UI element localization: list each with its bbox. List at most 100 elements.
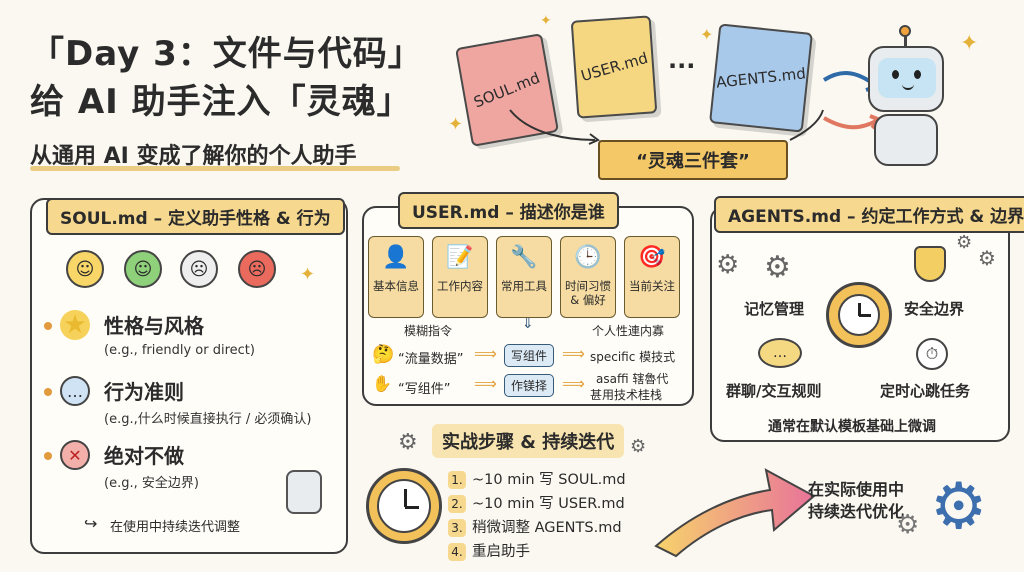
central-clock-gear-icon — [826, 282, 892, 348]
small-gear-icon: ⚙ — [956, 232, 973, 253]
small-gear-icon: ⚙ — [630, 436, 647, 457]
small-gear-icon: ⚙ — [896, 510, 920, 540]
vague-instruction-label: 模糊指令 — [404, 324, 453, 338]
down-arrow-icon: ⇓ — [522, 316, 534, 332]
step-item: 4. 重启助手 — [448, 540, 530, 561]
user-card-label: 工作内容 — [437, 279, 483, 293]
robot-body — [874, 114, 938, 166]
chat-bubble-icon: … — [60, 376, 90, 406]
user-card-label: 基本信息 — [373, 279, 419, 293]
clock-icon: 🕒 — [574, 245, 602, 270]
result-1: specific 模技式 — [590, 350, 676, 364]
step-item: 2. ~10 min 写 USER.md — [448, 492, 625, 513]
svg-text:✦: ✦ — [540, 13, 552, 29]
soul-item-label: 行为准则 — [104, 380, 184, 404]
tools-icon: 🔧 — [510, 245, 538, 270]
brain-gear-icon: ⚙ — [764, 250, 791, 285]
hand-icon: ✋ — [372, 374, 392, 393]
shield-lock-icon — [914, 246, 946, 282]
blue-gear-icon: ⚙ — [930, 470, 988, 544]
robot-head — [868, 46, 944, 112]
chip-2: 作镁择 — [504, 374, 555, 397]
arrow-icon: ⟹ — [562, 374, 585, 393]
bullet-dot — [44, 322, 52, 330]
page-title-line2: 给 AI 助手注入「灵魂」 — [30, 82, 412, 122]
steps-title: 实战步骤 & 持续迭代 — [432, 424, 625, 458]
group-chat-rules: 群聊/交互规则 — [726, 382, 822, 400]
user-card: 👤 基本信息 — [368, 236, 424, 318]
step-number: 3. — [448, 519, 466, 537]
user-card: 🔧 常用工具 — [496, 236, 552, 318]
step-number: 4. — [448, 543, 466, 561]
personal-context-label: 个人性連内寡 — [592, 324, 665, 338]
bullet-dot — [44, 452, 52, 460]
person-icon: 👤 — [382, 245, 410, 270]
user-card: 📝 工作内容 — [432, 236, 488, 318]
step-item: 1. ~10 min 写 SOUL.md — [448, 468, 626, 489]
angry-face-icon: ☹ — [238, 250, 276, 288]
user-panel-title: USER.md – 描述你是谁 — [398, 192, 619, 229]
user-card-label: 常用工具 — [501, 279, 547, 293]
bullet-dot — [44, 388, 52, 396]
timer-icon: ⏱ — [916, 338, 948, 370]
subtitle-underline — [30, 166, 400, 171]
soul-panel-title: SOUL.md – 定义助手性格 & 行为 — [46, 198, 345, 235]
soul-item-label: 性格与风格 — [104, 314, 204, 338]
agents-footer: 通常在默认模板基础上微调 — [768, 419, 936, 435]
result-2b: 甚用技术桂栈 — [590, 388, 663, 402]
gear-icon: ⚙ — [716, 250, 740, 280]
target-icon: 🎯 — [638, 245, 666, 270]
query-2: “写组件” — [398, 382, 451, 397]
star-icon: ★ — [60, 310, 90, 340]
svg-text:✦: ✦ — [700, 25, 713, 44]
step-item: 3. 稍微调整 AGENTS.md — [448, 516, 622, 537]
step-text: 稍微调整 AGENTS.md — [472, 520, 622, 536]
curved-arrow-icon: ↪ — [84, 514, 98, 533]
user-card-label: 时间习惯 & 偏好 — [565, 279, 611, 307]
notepad-icon: 📝 — [446, 245, 474, 270]
page-subtitle: 从通用 AI 变成了解你的个人助手 — [30, 144, 357, 169]
alarm-clock-icon — [366, 468, 442, 544]
soul-item-sub: (e.g., 安全边界) — [104, 476, 199, 491]
big-arrow-icon — [654, 468, 816, 558]
user-card: 🎯 当前关注 — [624, 236, 680, 318]
ellipsis: ··· — [668, 52, 696, 80]
step-number: 2. — [448, 495, 466, 513]
optimize-line2: 持续迭代优化 — [808, 502, 905, 521]
heartbeat-tasks: 定时心跳任务 — [880, 382, 971, 400]
small-gear-icon: ⚙ — [978, 246, 996, 270]
query-1: “流量数据” — [398, 352, 464, 367]
agents-panel-title: AGENTS.md – 约定工作方式 & 边界 — [714, 196, 1024, 233]
arrow-icon: ⟹ — [474, 374, 497, 393]
result-2a: asaffi 辖魯代 — [596, 372, 669, 386]
step-text: ~10 min 写 USER.md — [472, 496, 625, 512]
security-boundary: 安全边界 — [904, 300, 965, 318]
soul-footer: 在使用中持续迭代调整 — [110, 520, 241, 535]
step-text: 重启助手 — [472, 544, 530, 560]
happy-face-icon: ☺ — [66, 250, 104, 288]
soul-item-label: 绝对不做 — [104, 444, 184, 468]
smile-face-icon: ☺ — [124, 250, 162, 288]
arrow-icon: ⟹ — [474, 344, 497, 363]
arrow-icon: ⟹ — [562, 344, 585, 363]
mini-robot-icon — [286, 470, 322, 514]
step-number: 1. — [448, 471, 466, 489]
soul-item-sub: (e.g., friendly or direct) — [104, 343, 255, 358]
forbidden-icon: ✕ — [60, 440, 90, 470]
soul-item-sub: (e.g.,什么时候直接执行 / 必须确认) — [104, 412, 312, 427]
gear-icon: ⚙ — [398, 430, 418, 455]
page-title-line1: 「Day 3：文件与代码」 — [30, 34, 423, 74]
thinking-person-icon: 🤔 — [372, 344, 395, 365]
user-card-label: 当前关注 — [629, 279, 675, 293]
soul-trio-banner: “灵魂三件套” — [598, 140, 788, 180]
svg-text:✦: ✦ — [960, 31, 978, 56]
step-text: ~10 min 写 SOUL.md — [472, 472, 626, 488]
optimize-line1: 在实际使用中 — [808, 480, 905, 499]
sleepy-face-icon: ☹ — [180, 250, 218, 288]
user-card: 🕒 时间习惯 & 偏好 — [560, 236, 616, 318]
sparkle-icon: ✦ — [300, 264, 316, 285]
chip-1: 写组件 — [504, 344, 555, 367]
memory-management: 记忆管理 — [744, 300, 805, 318]
group-chat-icon: … — [758, 338, 802, 368]
svg-text:✦: ✦ — [448, 114, 463, 135]
